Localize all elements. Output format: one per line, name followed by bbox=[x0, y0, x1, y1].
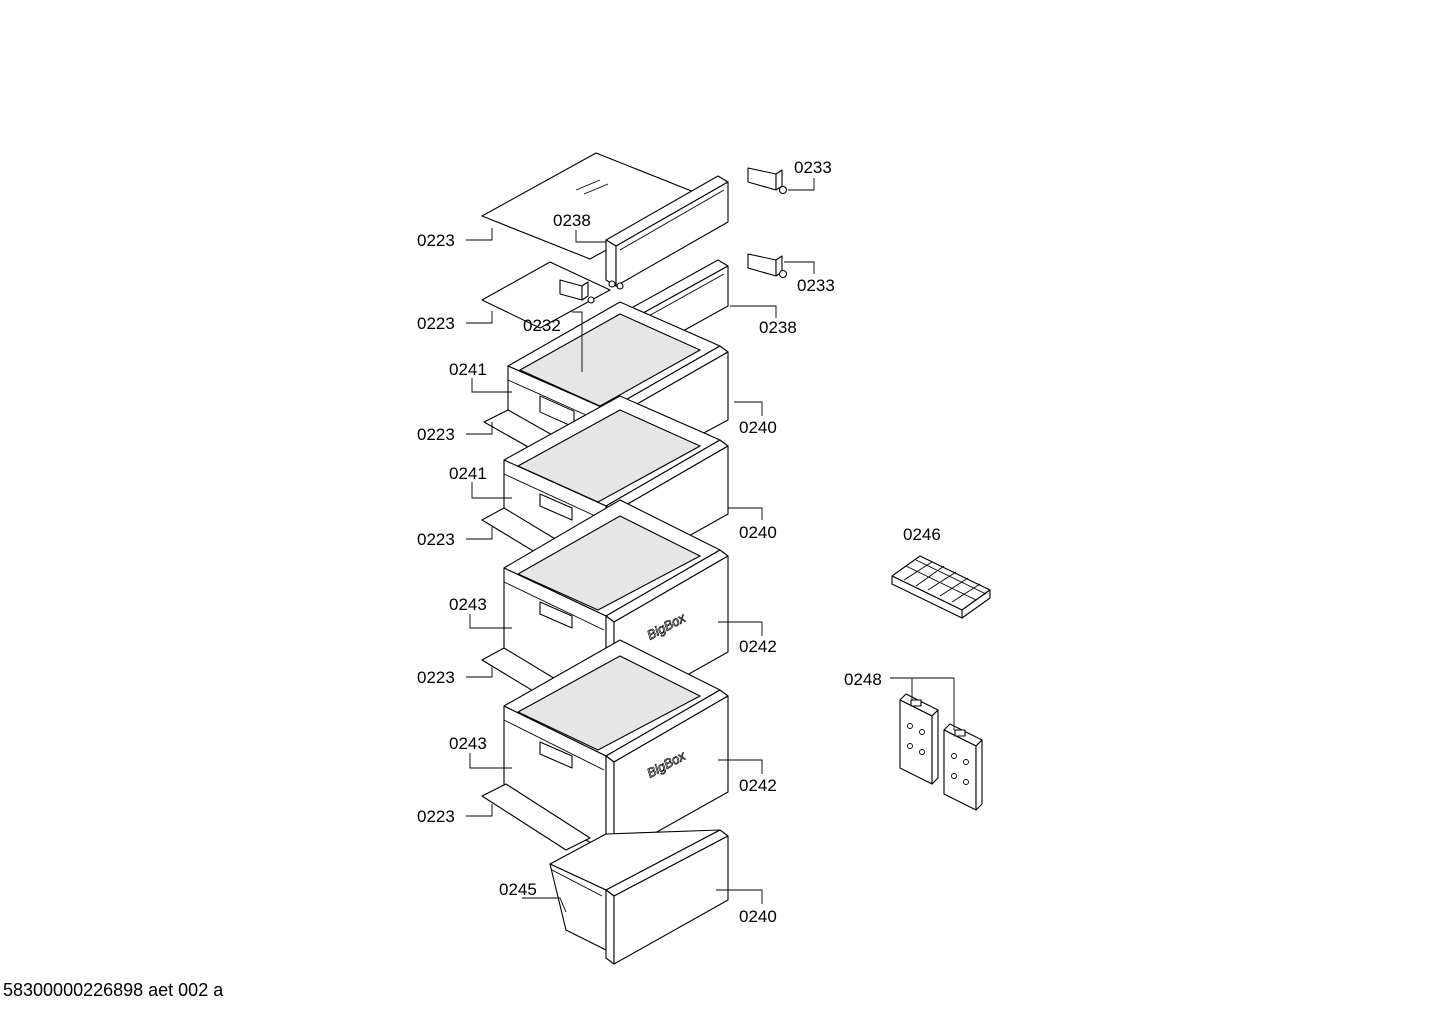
label-0233-b: 0233 bbox=[797, 276, 835, 295]
label-0240-b: 0240 bbox=[739, 523, 777, 542]
label-0223-b: 0223 bbox=[417, 314, 455, 333]
ice-tray-cells bbox=[903, 559, 987, 603]
label-0241-a: 0241 bbox=[449, 360, 487, 379]
glass-shelf-bottom[interactable] bbox=[481, 783, 591, 851]
cooling-pack-left[interactable] bbox=[899, 693, 939, 785]
label-0233-a: 0233 bbox=[794, 158, 832, 177]
label-0223-c: 0223 bbox=[417, 425, 455, 444]
hinge-clip-upper[interactable] bbox=[747, 167, 788, 195]
label-0240-a: 0240 bbox=[739, 418, 777, 437]
label-0238-a: 0238 bbox=[553, 211, 591, 230]
label-0223-d: 0223 bbox=[417, 530, 455, 549]
label-0242-a: 0242 bbox=[739, 637, 777, 656]
ice-cube-tray[interactable] bbox=[891, 555, 991, 619]
cooling-pack-right[interactable] bbox=[943, 723, 983, 811]
label-0223-a: 0223 bbox=[417, 231, 455, 250]
label-0243-a: 0243 bbox=[449, 595, 487, 614]
label-0238-b: 0238 bbox=[759, 318, 797, 337]
glass-shelf-second[interactable] bbox=[481, 261, 611, 329]
label-0223-f: 0223 bbox=[417, 807, 455, 826]
label-0248: 0248 bbox=[844, 670, 882, 689]
document-id: 58300000226898 aet 002 a bbox=[3, 980, 224, 1000]
label-0240-c: 0240 bbox=[739, 907, 777, 926]
drawer-front-panel-top[interactable] bbox=[605, 175, 729, 290]
label-0232: 0232 bbox=[523, 316, 561, 335]
label-0243-b: 0243 bbox=[449, 734, 487, 753]
part-labels: 0223 0223 0223 0223 0223 0223 0238 0238 … bbox=[417, 158, 941, 926]
hinge-clip-lower[interactable] bbox=[747, 253, 788, 279]
label-0245: 0245 bbox=[499, 880, 537, 899]
label-0223-e: 0223 bbox=[417, 668, 455, 687]
clip-upper[interactable] bbox=[559, 279, 595, 304]
leader-lines bbox=[466, 178, 955, 913]
label-0241-b: 0241 bbox=[449, 464, 487, 483]
label-0246: 0246 bbox=[903, 525, 941, 544]
label-0242-b: 0242 bbox=[739, 776, 777, 795]
drawer-bottom[interactable] bbox=[549, 829, 729, 965]
